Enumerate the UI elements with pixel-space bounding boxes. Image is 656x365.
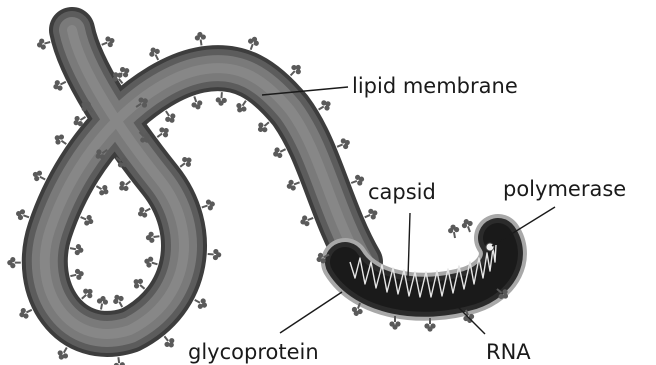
glycoprotein-spike-icon: [245, 35, 260, 52]
glycoprotein-spike-icon: [78, 212, 95, 228]
label-rna: RNA: [486, 340, 531, 364]
glycoprotein-spike-icon: [215, 92, 227, 106]
glycoprotein-spike-icon: [207, 248, 221, 260]
glycoprotein-spike-icon: [95, 295, 108, 310]
glycoprotein-spike-icon: [113, 357, 126, 365]
glycoprotein-spike-icon: [69, 268, 85, 282]
glycoprotein-spike-icon: [69, 243, 84, 257]
glycoprotein-spike-icon: [285, 177, 302, 192]
label-glycoprotein: glycoprotein: [188, 340, 319, 364]
glycoprotein-spike-icon: [14, 207, 31, 222]
glycoprotein-spike-icon: [143, 255, 159, 270]
polymerase-marker: [486, 243, 494, 251]
leader-glycoprotein: [280, 292, 342, 333]
glycoprotein-spike-icon: [7, 257, 21, 268]
glycoprotein-spike-icon: [335, 136, 352, 152]
leader-capsid: [408, 213, 410, 278]
glycoprotein-spike-icon: [298, 213, 315, 228]
glycoprotein-spike-icon: [200, 198, 216, 213]
label-capsid: capsid: [368, 180, 436, 204]
label-polymerase: polymerase: [503, 177, 626, 201]
virus-envelope: [45, 30, 360, 334]
glycoprotein-spike-icon: [194, 31, 207, 46]
glycoprotein-spike-icon: [100, 34, 117, 49]
glycoprotein-spike-icon: [145, 231, 160, 244]
label-lipid-membrane: lipid membrane: [352, 74, 518, 98]
glycoprotein-spike-icon: [36, 37, 52, 51]
glycoprotein-spike-icon: [460, 217, 475, 234]
glycoprotein-spike-icon: [349, 173, 366, 188]
glycoprotein-spike-icon: [189, 95, 204, 112]
glycoprotein-spike-icon: [447, 224, 460, 239]
